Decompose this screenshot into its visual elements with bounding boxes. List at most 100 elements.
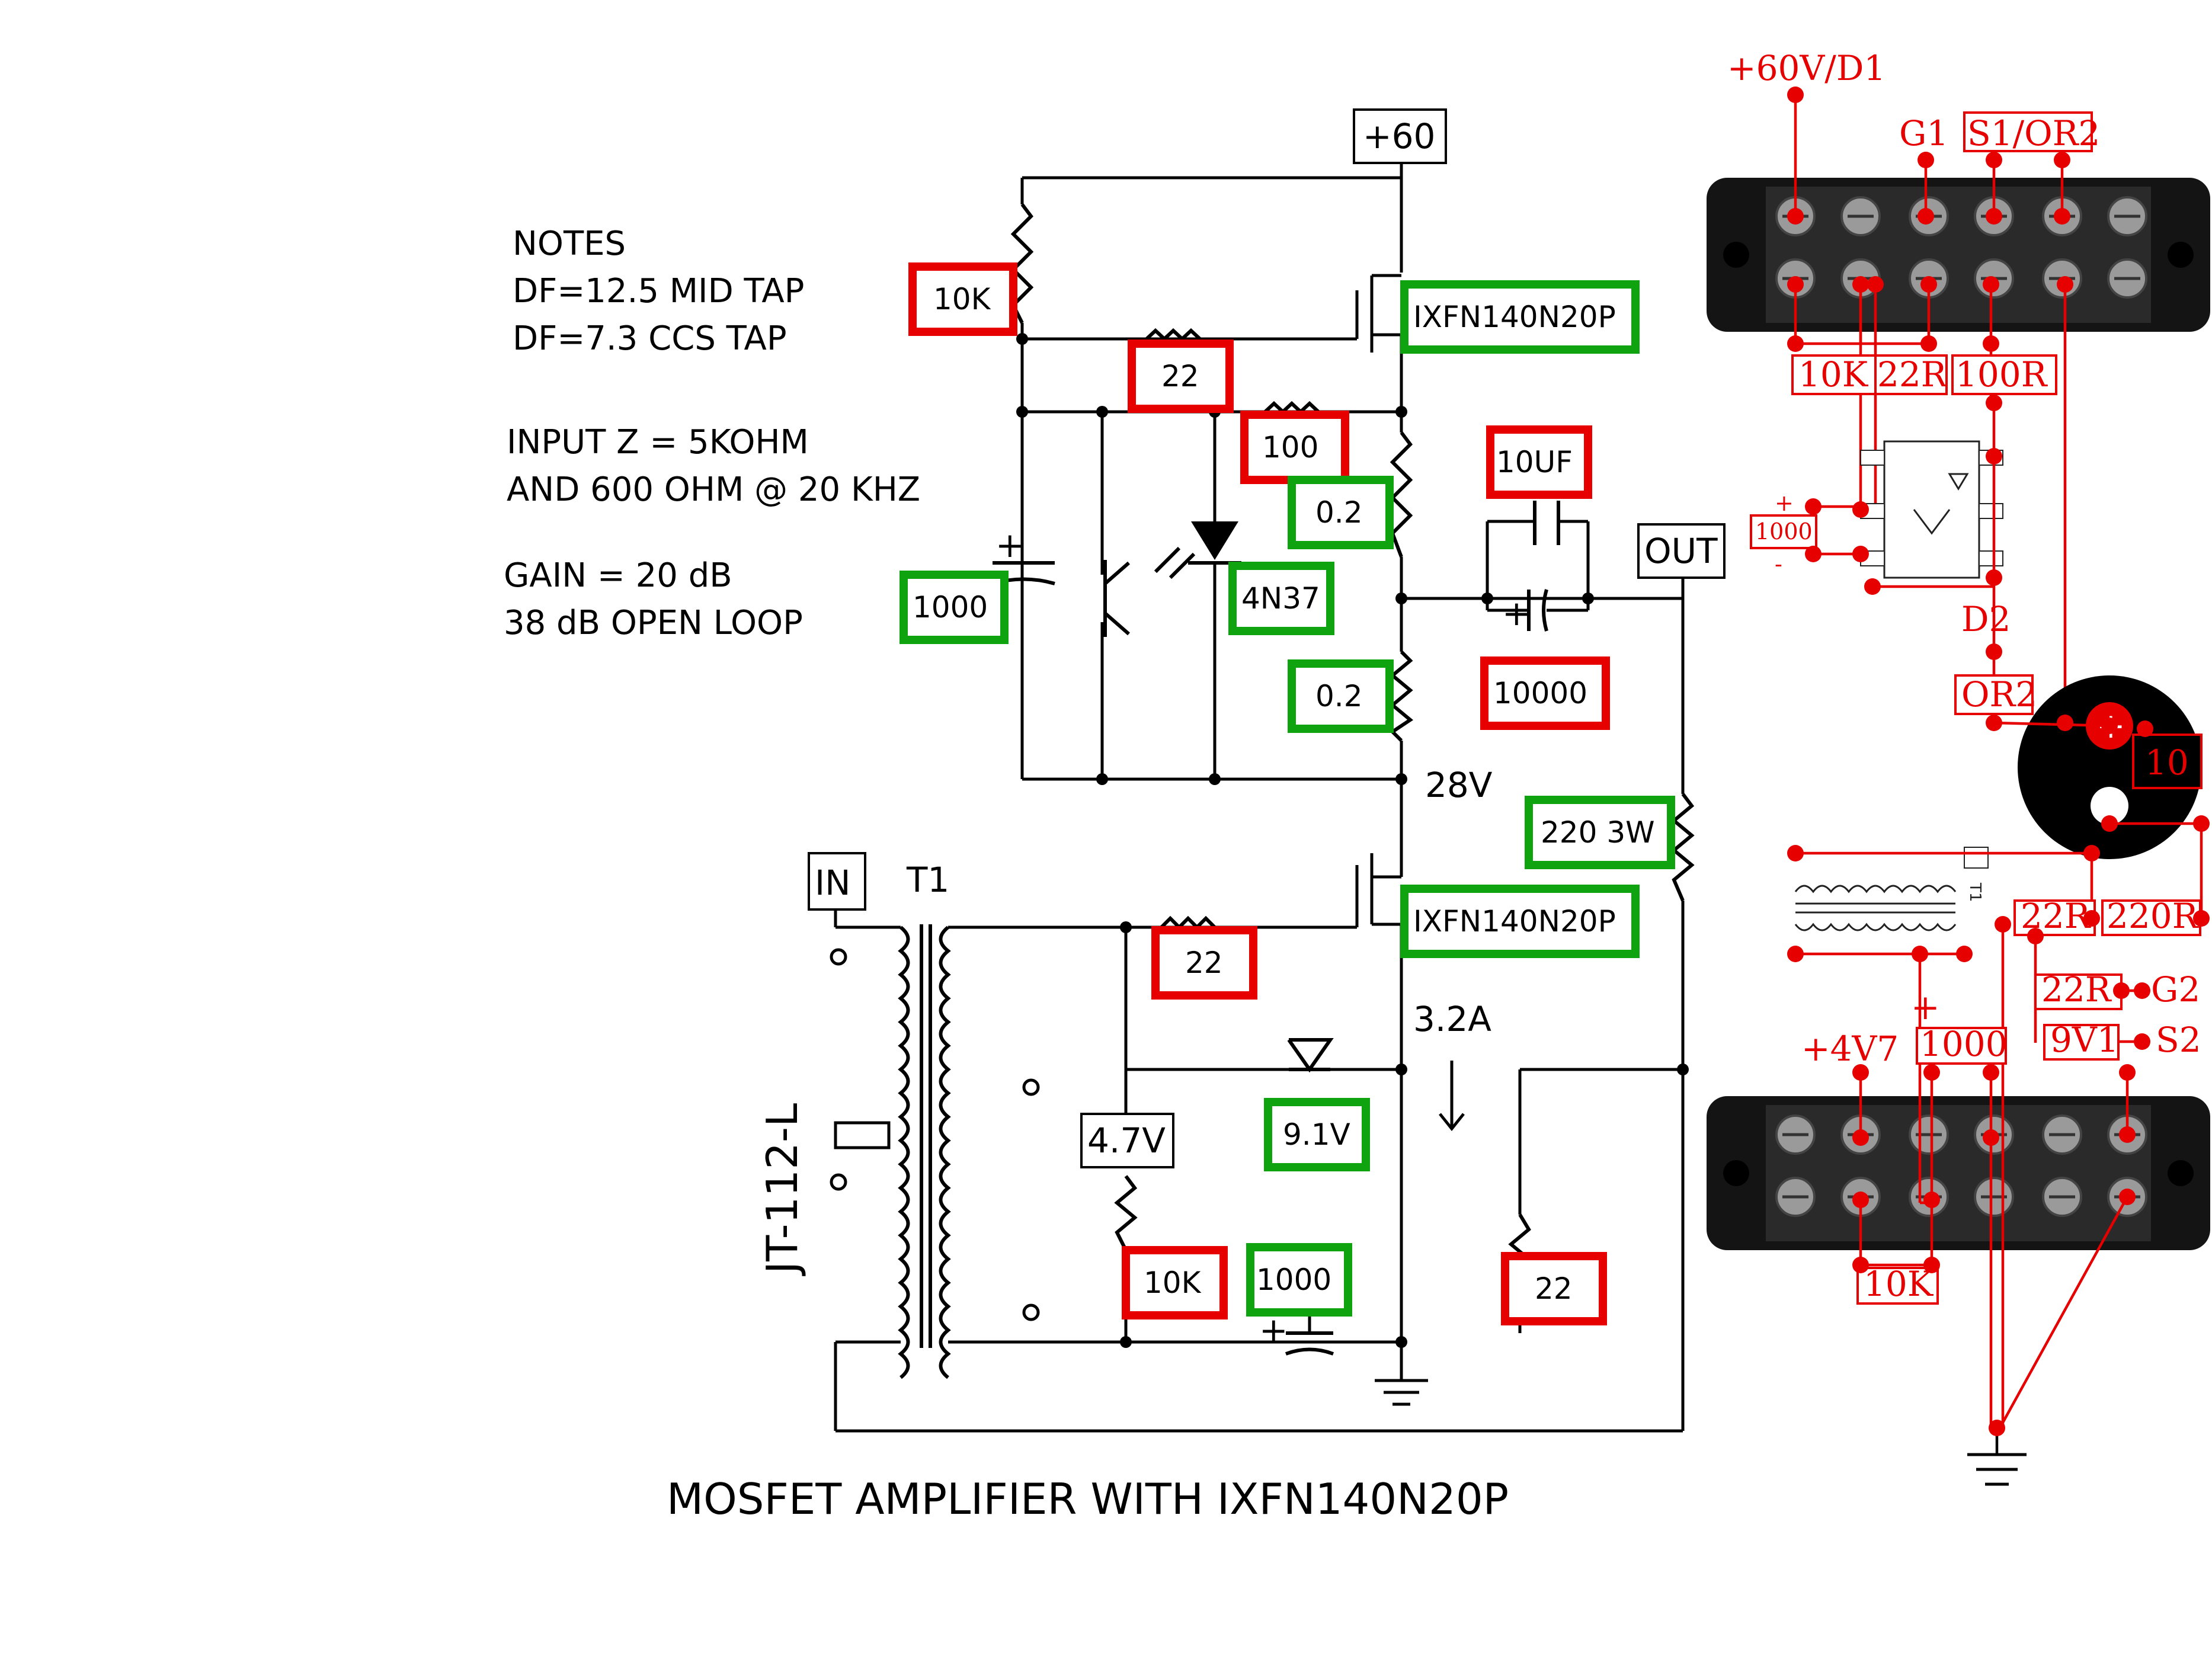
solder-dot: [1918, 152, 1934, 168]
top-supply-label: +60V/D1: [1727, 48, 1886, 88]
optocoupler-chip: [1860, 440, 2003, 579]
tr-r22r-g2-label: 22R: [2041, 969, 2112, 1010]
solder-dot: [1989, 1420, 2005, 1436]
bottom-cap-plus: +: [1911, 987, 1940, 1027]
svg-text:+: +: [995, 525, 1025, 565]
r-sense-bottom-value: 0.2: [1315, 679, 1363, 713]
solder-dot: [2083, 845, 2100, 861]
top-r22r-label: 22R: [1877, 354, 1948, 395]
r-sense-top-value: 0.2: [1315, 495, 1363, 530]
solder-dot: [1986, 448, 2002, 465]
tr-r220r-label: 220R: [2107, 896, 2200, 936]
solder-dot: [1986, 643, 2002, 660]
solder-dot: [2054, 208, 2070, 225]
bottom-supply-label: +4V7: [1801, 1029, 1899, 1069]
r-22-right-value: 22: [1535, 1272, 1573, 1306]
led-symbol: [1191, 521, 1238, 560]
solder-dot: [1852, 1192, 1869, 1208]
terminal-block-top: [1707, 178, 2210, 332]
top-g1-label: G1: [1899, 113, 1948, 153]
solder-dot: [1852, 276, 1869, 293]
r-100-value: 100: [1262, 430, 1318, 465]
top-r100r-label: 100R: [1955, 354, 2048, 395]
opto-d2-label: D2: [1961, 599, 2011, 639]
svg-text:+: +: [1502, 593, 1531, 633]
bottom-cap-label: 1000: [1920, 1024, 2008, 1064]
supply-label: +60: [1363, 116, 1435, 156]
notes-line-6: 38 dB OPEN LOOP: [504, 604, 803, 642]
transformer-model-label: JT-112-L: [757, 1103, 807, 1276]
r-10k-bottom-value: 10K: [1144, 1266, 1202, 1300]
solder-dot: [2083, 910, 2100, 927]
big-cap-value: 10: [2145, 742, 2189, 783]
resistor-220-3w-symbol: [1671, 793, 1695, 902]
resistor-10k-bottom-symbol: [1114, 1175, 1138, 1251]
cap-10000-value: 10000: [1493, 676, 1587, 710]
diagram-title: MOSFET AMPLIFIER WITH IXFN140N20P: [667, 1474, 1509, 1524]
notes-heading: NOTES: [513, 225, 626, 263]
solder-dot: [2054, 152, 2070, 168]
solder-dot: [1986, 152, 2002, 168]
solder-dot: [1867, 276, 1884, 293]
current-label: 3.2A: [1413, 999, 1491, 1039]
notes-line-1: DF=12.5 MID TAP: [513, 272, 804, 310]
solder-dot: [1864, 578, 1881, 595]
solder-dot: [1920, 335, 1937, 352]
solder-dot: [1923, 1192, 1940, 1208]
zener-9v1-value: 9.1V: [1283, 1117, 1350, 1152]
solder-dot: [1923, 1064, 1940, 1081]
opto-or2-label: OR2: [1961, 674, 2037, 715]
mosfet-bottom-value: IXFN140N20P: [1413, 904, 1616, 939]
solder-dot: [1920, 276, 1937, 293]
top-r10k-label: 10K: [1798, 354, 1869, 395]
solder-dot: [2119, 1126, 2136, 1143]
solder-dot: [1787, 87, 1804, 103]
transformer-primary: [898, 925, 910, 1379]
small-transformer: T1: [1794, 847, 1989, 931]
solder-dot: [2057, 715, 2073, 731]
wiring-diagram: 1000 + - + 10 T1 22R: [1707, 48, 2210, 1486]
solder-dot: [2057, 276, 2073, 293]
solder-dot: [2101, 815, 2118, 832]
solder-dot: [2193, 815, 2210, 832]
solder-dot: [1852, 1257, 1869, 1273]
svg-text:+: +: [1259, 1310, 1288, 1350]
tr-g2-label: G2: [2151, 969, 2200, 1010]
solder-dot: [1805, 498, 1822, 515]
solder-dot: [1852, 546, 1869, 562]
solder-dot: [1787, 335, 1804, 352]
cap-1000-bottom-value: 1000: [1256, 1263, 1331, 1297]
solder-dot: [2193, 910, 2210, 927]
mosfet-top-value: IXFN140N20P: [1413, 300, 1616, 334]
resistor-0.2-top-symbol: [1390, 431, 1413, 558]
solder-dot: [2101, 718, 2118, 734]
input-label: IN: [815, 863, 851, 903]
solder-dot: [2119, 1189, 2136, 1205]
solder-dot: [1787, 276, 1804, 293]
solder-dot: [2119, 1064, 2136, 1081]
zener-bias-label: 4.7V: [1087, 1120, 1166, 1161]
mid-voltage-label: 28V: [1425, 765, 1493, 805]
opto-plus: +: [1775, 490, 1794, 516]
solder-dot: [1912, 946, 1928, 962]
transformer-secondary: [939, 925, 951, 1379]
solder-dot: [1787, 845, 1804, 861]
solder-dot: [1852, 501, 1869, 518]
resistor-0.2-bottom-symbol: [1390, 650, 1414, 742]
solder-dot: [2137, 720, 2153, 737]
solder-dot: [1956, 946, 1973, 962]
solder-dot: [1923, 1257, 1940, 1273]
output-label: OUT: [1644, 531, 1718, 571]
notes-line-2: DF=7.3 CCS TAP: [513, 319, 787, 358]
opto-cap-label: 1000: [1755, 518, 1813, 545]
solder-dot: [1983, 1064, 1999, 1081]
r-220-3w-value: 220 3W: [1541, 815, 1655, 850]
tr-s2-label: S2: [2156, 1020, 2201, 1060]
notes-line-5: GAIN = 20 dB: [504, 556, 732, 595]
transformer-label: T1: [906, 860, 949, 900]
solder-dot: [2134, 1033, 2150, 1050]
component-values: 10K 22 100 0.2 1000 4N37 10UF 10000 0.2 …: [899, 262, 1675, 1325]
resistor-22-bottom-symbol: [1160, 915, 1217, 930]
solder-dot: [1852, 1064, 1869, 1081]
